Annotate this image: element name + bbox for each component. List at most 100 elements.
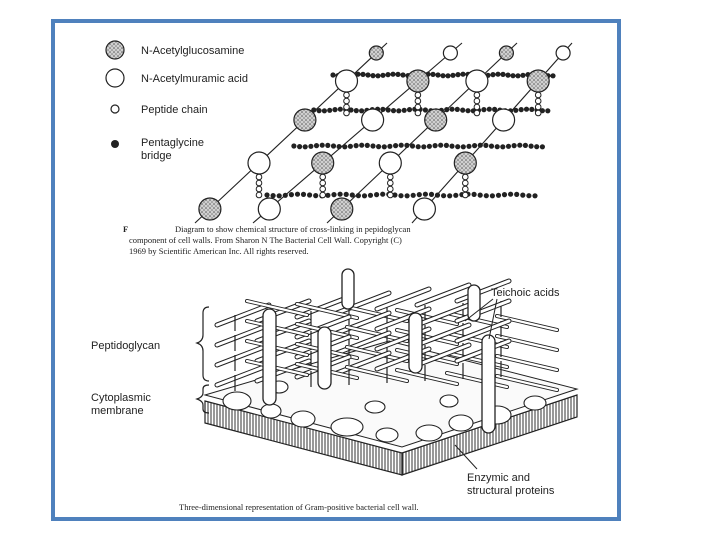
pentaglycine-residue bbox=[374, 192, 380, 198]
pentaglycine-residue bbox=[361, 193, 368, 199]
teichoic-tube bbox=[341, 268, 355, 310]
pentaglycine-residue bbox=[483, 193, 489, 199]
peptide-rod-fill bbox=[245, 359, 309, 377]
pentaglycine-residue bbox=[465, 108, 471, 114]
pentaglycine-residue bbox=[528, 143, 534, 149]
pentaglycine-residue bbox=[440, 73, 446, 79]
caption-line-2: component of cell walls. From Sharon N T… bbox=[129, 235, 402, 245]
bottom-caption: Three-dimensional representation of Gram… bbox=[179, 502, 419, 512]
peptide-residue bbox=[414, 91, 422, 99]
nam-residue bbox=[361, 108, 385, 132]
gram-positive-wall-3d: Teichoic acids Peptidoglycan Cytoplasmic… bbox=[91, 268, 579, 512]
pentaglycine-residue bbox=[404, 193, 410, 199]
peptide-residue bbox=[473, 91, 481, 99]
membrane-protein bbox=[222, 391, 252, 411]
pentaglycine-residue bbox=[288, 192, 294, 198]
glycan-rod-fill bbox=[335, 351, 391, 375]
pentaglycine-residue bbox=[455, 72, 461, 78]
pentaglycine-residue bbox=[376, 144, 382, 150]
peptide-residue bbox=[534, 103, 542, 111]
label-peptidoglycan: Peptidoglycan bbox=[91, 340, 160, 352]
pentaglycine-residue bbox=[307, 192, 313, 198]
legend-label-nam: N-Acetylmuramic acid bbox=[141, 73, 248, 85]
pentaglycine-residue bbox=[445, 73, 451, 79]
nag-residue bbox=[453, 151, 477, 175]
legend-item-pentaglycine: Pentaglycine bridge bbox=[111, 137, 204, 162]
pentaglycine-residue bbox=[380, 106, 386, 112]
peptide-residue bbox=[473, 109, 481, 117]
peptide-rod-fill bbox=[395, 308, 459, 326]
membrane-protein bbox=[375, 427, 399, 443]
teichoic-tube bbox=[467, 284, 481, 322]
glycan-rod-fill bbox=[455, 279, 511, 303]
pentaglycine-residue bbox=[508, 191, 514, 197]
pentaglycine-residue bbox=[390, 71, 396, 77]
label-teichoic-acids: Teichoic acids bbox=[491, 287, 560, 299]
pentaglycine-residue bbox=[416, 192, 422, 198]
peptide-residue bbox=[414, 97, 422, 105]
peptide-residue bbox=[255, 173, 263, 181]
peptide-residue bbox=[343, 109, 350, 117]
glycan-rod-fill bbox=[335, 331, 391, 355]
pentaglycine-residue bbox=[398, 142, 404, 148]
label-enzymic-2: structural proteins bbox=[467, 485, 555, 497]
nam-residue bbox=[492, 108, 516, 132]
pentaglycine-residue bbox=[441, 193, 447, 199]
pentaglycine-residue bbox=[520, 72, 526, 78]
label-enzymic-1: Enzymic and bbox=[467, 472, 530, 484]
pentaglycine-residue bbox=[486, 106, 492, 112]
pentaglycine-residue bbox=[367, 192, 374, 198]
pentaglycine-residue bbox=[396, 108, 402, 114]
teichoic-tube bbox=[317, 326, 332, 390]
pentaglycine-residue bbox=[316, 108, 322, 114]
peptide-rod-fill bbox=[245, 299, 309, 317]
pentaglycine-residue bbox=[409, 143, 416, 149]
pentaglycine-residue bbox=[460, 107, 466, 113]
pentaglycine-residue bbox=[545, 108, 551, 114]
peptide-residue bbox=[534, 97, 542, 105]
pentaglycine-residue bbox=[404, 142, 410, 148]
legend-item-peptide: Peptide chain bbox=[110, 104, 208, 116]
pentaglycine-residue bbox=[365, 72, 371, 78]
pentaglycine-residue bbox=[495, 192, 502, 198]
pentaglycine-residue bbox=[264, 192, 270, 198]
label-cytoplasmic-2: membrane bbox=[91, 405, 144, 417]
pentaglycine-residue bbox=[449, 106, 455, 112]
pentaglycine-residue bbox=[353, 108, 359, 114]
nag-residue bbox=[368, 45, 384, 61]
peptide-residue bbox=[343, 103, 350, 111]
pentaglycine-residue bbox=[438, 142, 444, 148]
legend-label-pentaglycine-2: bridge bbox=[141, 150, 172, 162]
nag-symbol bbox=[105, 40, 125, 60]
pentaglycine-residue bbox=[406, 107, 413, 113]
peptide-residue bbox=[255, 179, 263, 187]
membrane-brace bbox=[195, 384, 210, 414]
pentaglycine-residue bbox=[534, 144, 540, 150]
pentaglycine-residue bbox=[550, 73, 556, 79]
pentaglycine-residue bbox=[375, 73, 381, 79]
pentaglycine-residue bbox=[539, 144, 545, 150]
peptide-residue bbox=[473, 97, 481, 105]
enzymic-leader bbox=[454, 444, 478, 470]
membrane-protein bbox=[523, 395, 547, 411]
peptide-rod-fill bbox=[395, 328, 459, 346]
pentaglycine-residue bbox=[390, 108, 397, 114]
pentaglycine-residue bbox=[514, 191, 520, 197]
pentaglycine-residue bbox=[526, 193, 532, 199]
pentaglycine-residue bbox=[359, 142, 365, 148]
pentaglycine-residue bbox=[330, 72, 336, 78]
pentaglycine-residue bbox=[325, 192, 331, 198]
peptide-rod-fill bbox=[395, 348, 459, 366]
peptide-residue bbox=[462, 173, 469, 181]
pentaglycine-residue bbox=[520, 192, 526, 198]
pentaglycine-residue bbox=[327, 107, 333, 113]
nam-residue bbox=[465, 69, 489, 93]
pentaglycine-residue bbox=[353, 143, 359, 149]
pentaglycine-residue bbox=[511, 143, 517, 149]
pentaglycine-residue bbox=[360, 71, 366, 77]
teichoic-tube bbox=[408, 312, 423, 374]
nam-residue bbox=[412, 197, 436, 221]
pentaglycine-residue bbox=[282, 192, 288, 198]
peptide-symbol bbox=[110, 104, 120, 114]
membrane-protein bbox=[439, 394, 459, 408]
